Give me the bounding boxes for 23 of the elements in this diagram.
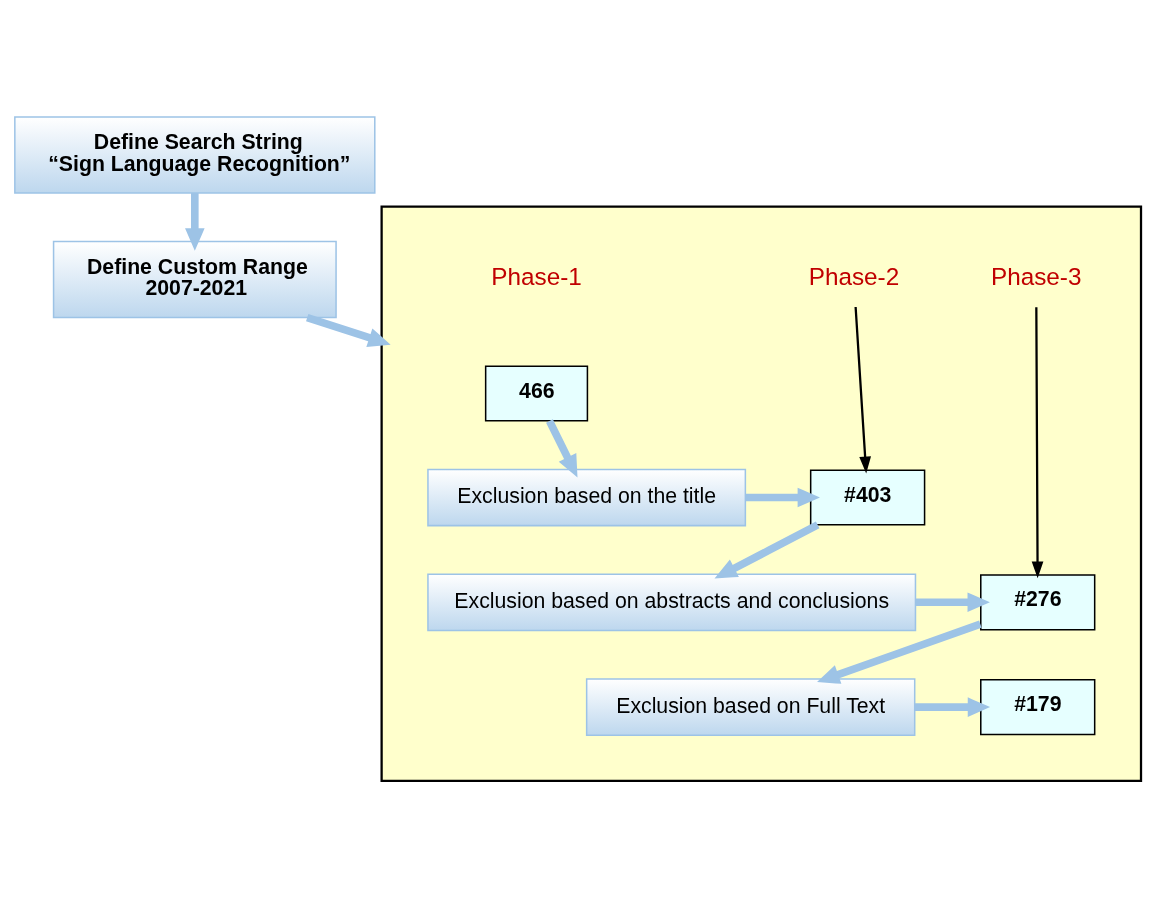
node-box: 466 bbox=[484, 364, 589, 422]
node-box: Define Custom Range 2007-2021 bbox=[52, 240, 337, 318]
node-text: Phase-3 bbox=[990, 262, 1082, 290]
node-box: Exclusion based on abstracts and conclusions bbox=[427, 572, 917, 631]
arrow bbox=[745, 487, 820, 507]
arrow bbox=[546, 418, 578, 477]
node-box: Exclusion based on Full Text bbox=[585, 677, 916, 736]
node-box: #276 bbox=[980, 573, 1096, 630]
cluster bbox=[380, 205, 1143, 782]
arrow bbox=[817, 620, 982, 684]
node-text: Phase-2 bbox=[808, 262, 900, 290]
arrow bbox=[854, 306, 871, 473]
node-box: Define Search String “Sign Language Recognition” bbox=[14, 115, 376, 194]
arrow bbox=[306, 313, 391, 347]
arrow bbox=[714, 521, 820, 579]
arrow bbox=[185, 192, 205, 251]
node-box: #179 bbox=[980, 678, 1096, 735]
arrow bbox=[914, 696, 991, 717]
arrow bbox=[1031, 306, 1044, 578]
node-box: Exclusion based on the title bbox=[427, 468, 747, 526]
node-box: #403 bbox=[809, 468, 926, 526]
arrow bbox=[915, 592, 990, 612]
label: Phase-1 bbox=[491, 262, 582, 290]
